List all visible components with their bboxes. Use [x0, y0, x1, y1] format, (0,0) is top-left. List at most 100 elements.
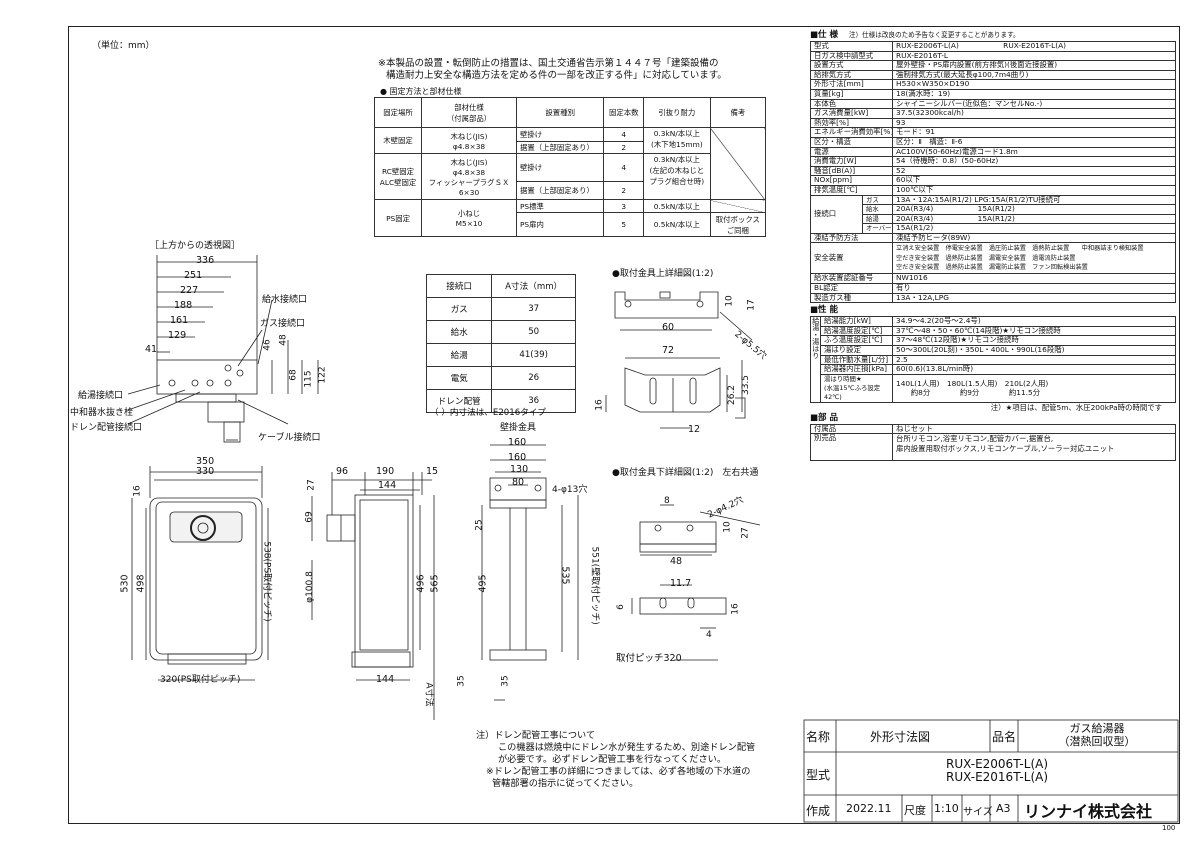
dim-label: 122: [317, 366, 328, 384]
dim-label: 27: [306, 479, 317, 491]
product-label: 品名: [992, 730, 1017, 744]
dim-label: 72: [662, 345, 675, 356]
fix-header: 備考: [709, 97, 767, 128]
spec-key: 接続口: [810, 194, 863, 234]
label-drain-pipe: ドレン配管接続口: [70, 423, 143, 433]
dim-label: 495: [477, 574, 489, 593]
top-view-title: ［上方からの透視図］: [150, 241, 241, 251]
notice-line: ※本製品の設置・転倒防止の措置は、国土交通省告示第１４４７号「建築設備の: [378, 58, 719, 69]
dim-label: 144: [376, 674, 395, 685]
drain-note-line: この機器は燃焼中にドレン水が発生するため、別途ドレン配管: [498, 742, 756, 753]
dim-label: 496: [415, 574, 427, 593]
label-cable-inlet: ケーブル接続口: [258, 433, 321, 443]
fix-table-title: ● 固定方法と部材仕様: [380, 87, 462, 96]
perf-value: 140L(1人用) 180L(1.5人用) 210L(2人用) 約8分 約9分 …: [892, 373, 1176, 403]
fix-header: 引抜り耐力: [643, 97, 711, 128]
dim-label: 530: [119, 574, 131, 593]
dim-label: 16: [594, 399, 605, 411]
dim-label: 41: [145, 344, 158, 355]
model-list: RUX-E2006T-L(A) RUX-E2016T-L(A): [946, 758, 1048, 784]
company-name: リンナイ株式会社: [1024, 802, 1153, 821]
upper-bracket-detail: [605, 291, 753, 429]
top-view-outline: [127, 255, 319, 443]
fix-count: 2: [603, 181, 645, 200]
dim-label: 68: [288, 369, 299, 381]
label-hot-water-outlet: 給湯接続口: [78, 391, 124, 401]
fix-place: 木壁固定: [373, 127, 423, 154]
paper-size: A3: [996, 802, 1011, 815]
dim-label: A寸法: [423, 682, 434, 707]
made-label: 作成: [806, 804, 831, 818]
dim-label: 535: [559, 566, 571, 585]
dim-label: 160: [508, 437, 527, 448]
dim-label: 336: [196, 255, 215, 266]
drawing-frame: [68, 26, 1180, 824]
upper-detail-title: ●取付金具上詳細図(1:2): [612, 269, 714, 279]
dim-label: 69: [304, 511, 315, 523]
dim-label: 6: [615, 604, 626, 610]
dim-label: 160: [508, 452, 527, 463]
dim-label: 320(PS取付ピッチ): [160, 675, 241, 685]
drain-note-line: ※ドレン配管工事の詳細につきましては、必ず各地域の下水道の: [486, 766, 751, 777]
conn-val: 36: [491, 389, 576, 413]
dim-label: 350: [196, 456, 215, 467]
dim-label: 16: [132, 485, 143, 497]
dim-label: 25: [474, 519, 485, 531]
dim-label: 10: [722, 521, 733, 533]
fix-count: 5: [603, 212, 645, 237]
safety-line: 立消え安全装置 停電安全装置 過圧防止装置 過熱防止装置 中和器詰まり検知装置: [896, 245, 1144, 253]
spec-title: ■仕 様: [810, 30, 838, 40]
dim-label: 12: [688, 424, 701, 435]
dim-label: 10: [724, 295, 735, 307]
side-view-outline: [311, 472, 435, 720]
fix-header: 固定場所: [373, 97, 423, 128]
mounting-pitch-label: 取付ピッチ320: [616, 653, 682, 664]
conn-val: 26: [491, 366, 576, 390]
bracket-title: 壁掛金具: [500, 423, 537, 433]
dim-label: 538(PS取付ピッチ): [261, 541, 272, 622]
dim-label: 129: [168, 330, 187, 341]
dim-label: 46: [262, 339, 273, 351]
parts-table: 付属品ねじセット 別売品台所リモコン,浴室リモコン,配管カバー,据置台, 扉内設…: [810, 423, 1176, 462]
dim-label: 48: [670, 556, 683, 567]
size-label: サイズ: [963, 807, 993, 818]
dim-label: 96: [336, 466, 349, 477]
dim-label: 190: [376, 466, 395, 477]
safety-line: 空だき安全装置 過熱防止装置 漏電防止装置 ファン回転検出装置: [896, 264, 1088, 272]
dim-label: 11.7: [670, 578, 692, 589]
dim-label: 26.2: [727, 384, 738, 406]
front-view-outline: [131, 466, 269, 681]
bracket-view-outline: [481, 444, 579, 701]
model-label: 型式: [806, 768, 831, 782]
unit-label: （単位：mm）: [92, 41, 155, 51]
dim-label: 17: [746, 299, 757, 311]
dim-label: 130: [510, 464, 529, 475]
fix-note-empty: [709, 199, 767, 213]
dim-label: 35: [456, 675, 467, 687]
model-2: RUX-E2016T-L(A): [946, 770, 1049, 784]
model-1: RUX-E2006T-L(A): [946, 757, 1049, 771]
dim-label: 115: [303, 370, 314, 388]
fix-type: PS扉内: [515, 212, 605, 237]
spec-note: 注）仕様は改良のため予告なく変更することがあります。: [848, 31, 1020, 39]
dim-label: 8: [664, 496, 670, 506]
scale-label: 尺度: [904, 804, 926, 817]
fix-strength: 0.3kN/本以上 (左記の木ねじと プラグ組合せ時): [643, 153, 711, 200]
perf-title: ■性 能: [810, 305, 838, 316]
fix-method-table: 固定場所 部材仕様 （付属部品） 設置種別 固定本数 引抜り耐力 備考 木壁固定…: [373, 97, 767, 237]
perf-row: 湯はり時間★ (水温15℃ふろ設定42℃)140L(1人用) 180L(1.5人…: [811, 373, 1176, 403]
lower-bracket-detail: [631, 504, 761, 661]
spec-key: 安全装置: [809, 242, 894, 275]
page-number: 100: [1162, 824, 1176, 832]
notice-line: 構造耐力上安全な構造方法を定める件の一部を改正する件」に対応しています。: [386, 70, 727, 81]
fix-material: 木ねじ(JIS) φ4.8×38 フィッシャープラグＳＸ 6×30: [421, 153, 517, 200]
lower-detail-title: ●取付金具下詳細図(1:2) 左右共通: [612, 468, 759, 478]
drain-note-line: 管轄部署の指示に従ってください。: [492, 778, 639, 789]
spec-value: 立消え安全装置 停電安全装置 過圧防止装置 過熱防止装置 中和器詰まり検知装置空…: [892, 242, 1176, 275]
conn-header: 接続口: [425, 274, 493, 298]
drain-note-line: が必要です。必ずドレン配管工事を行なってください。: [498, 754, 727, 765]
